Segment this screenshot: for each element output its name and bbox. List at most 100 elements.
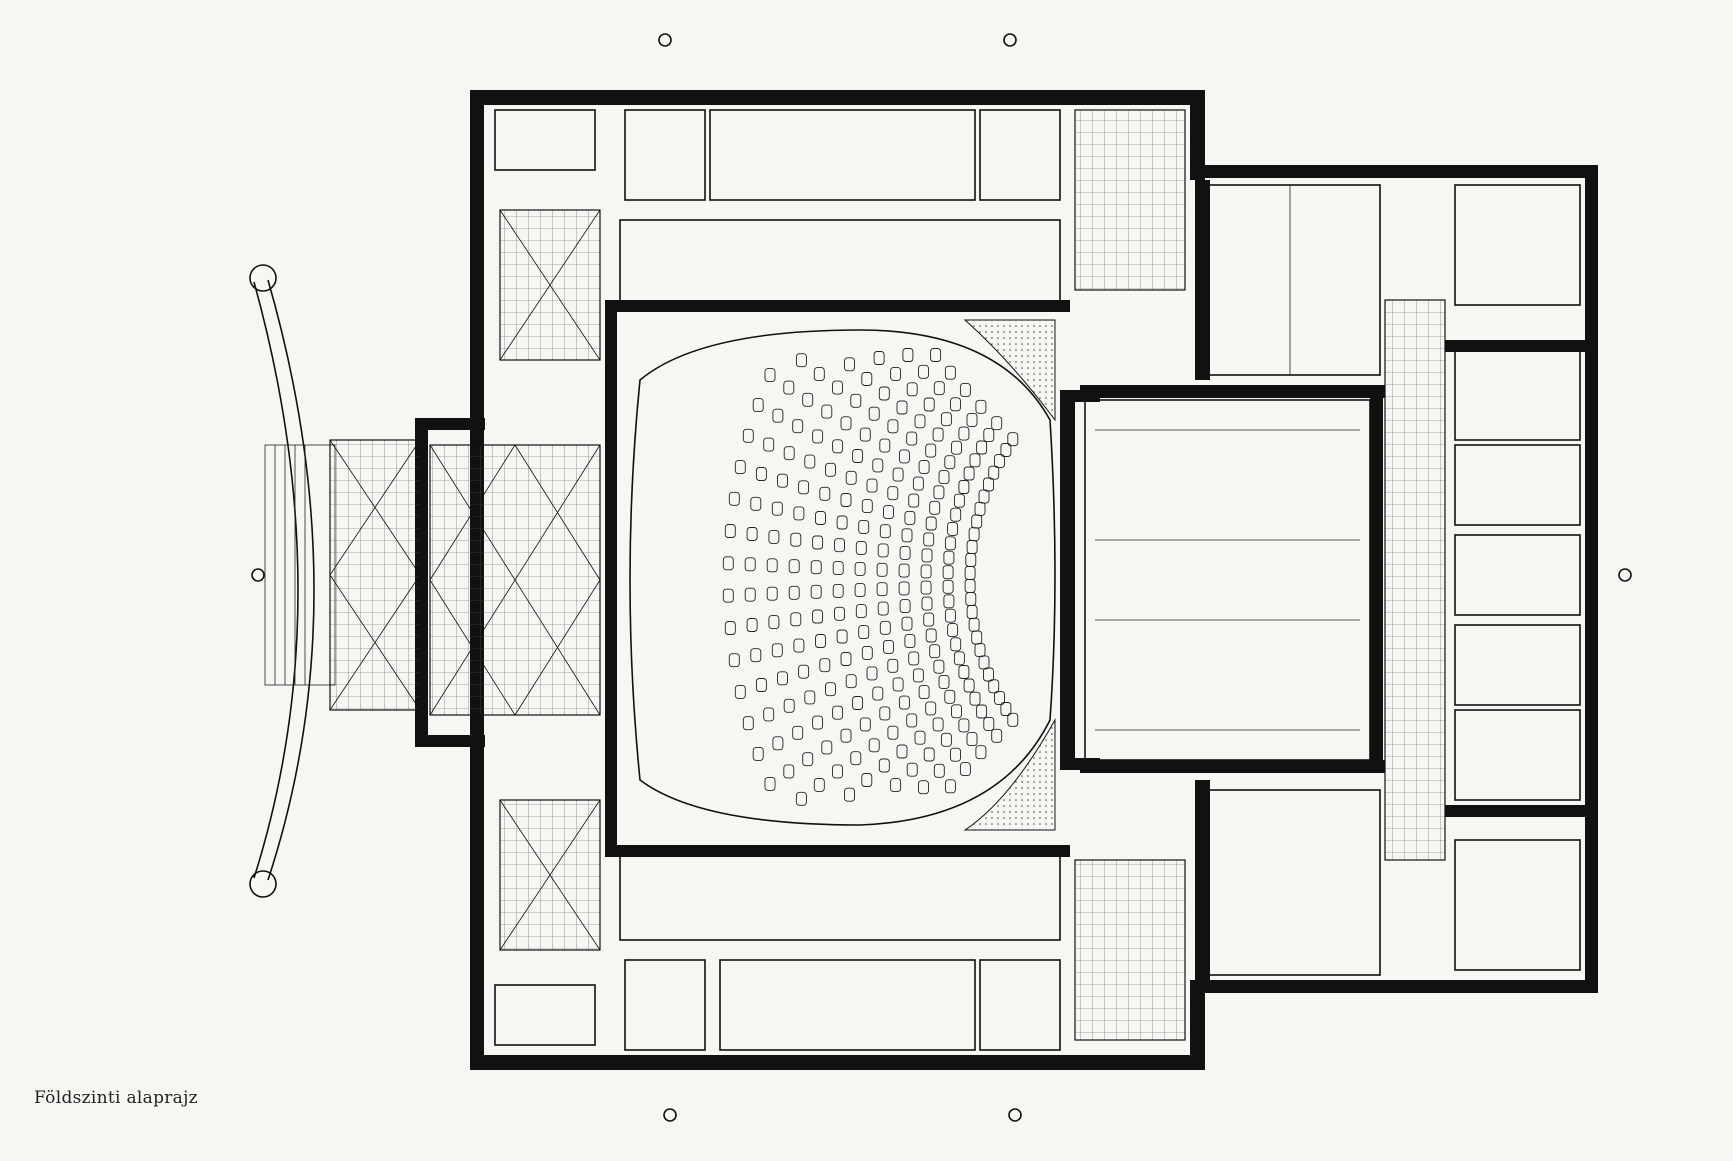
seat [925, 443, 937, 458]
seat [836, 629, 848, 644]
seat [887, 419, 899, 434]
auditorium [629, 319, 1056, 831]
seat [792, 725, 804, 740]
seat [852, 449, 864, 463]
seat [933, 763, 945, 778]
seat [1007, 432, 1019, 447]
seat [879, 620, 891, 635]
seat [783, 698, 795, 713]
seat [976, 704, 988, 719]
seat [858, 625, 870, 640]
seat [906, 382, 918, 397]
seat [798, 664, 810, 679]
seat [958, 718, 970, 733]
dressing-rooms [1445, 184, 1590, 971]
seat [959, 762, 971, 777]
seat [912, 476, 924, 491]
seat [890, 366, 902, 381]
seat [943, 550, 955, 565]
seat [918, 364, 929, 379]
seat [859, 717, 871, 732]
seat [940, 732, 952, 747]
seat [859, 427, 871, 442]
seat [958, 426, 970, 441]
seat [904, 510, 916, 525]
seat [813, 367, 825, 382]
seat [840, 493, 852, 507]
seat [896, 744, 908, 759]
seat [950, 747, 961, 762]
seat [793, 638, 805, 653]
seat [920, 564, 932, 579]
seat [861, 372, 873, 386]
seat [783, 380, 795, 395]
seat [929, 500, 941, 515]
seat [901, 616, 913, 631]
seat [969, 453, 981, 468]
seat [815, 511, 826, 525]
seat [844, 787, 855, 802]
seat [815, 634, 826, 648]
seat [906, 762, 918, 777]
seat [766, 558, 778, 573]
side-foyers [499, 209, 601, 951]
seat [840, 652, 852, 666]
seat [953, 651, 965, 666]
seat [899, 545, 911, 560]
seat [951, 704, 962, 719]
seat [892, 467, 904, 482]
seat [883, 505, 894, 520]
seat [978, 489, 990, 504]
seat [777, 473, 788, 488]
seat [958, 665, 970, 679]
seat [878, 386, 890, 401]
seat [965, 553, 977, 567]
seat [876, 562, 888, 577]
seat [840, 416, 852, 431]
seat [994, 454, 1005, 469]
seat [812, 429, 824, 444]
seat [872, 458, 884, 473]
seat [868, 738, 880, 753]
seat [904, 634, 916, 649]
seat [1000, 443, 1012, 457]
plan-caption: Földszinti alaprajz [34, 1088, 198, 1108]
seat [852, 696, 864, 710]
seat [742, 716, 754, 731]
seat [783, 446, 795, 461]
seat [883, 639, 894, 654]
seat [768, 615, 780, 630]
seat [858, 519, 870, 534]
seat [890, 778, 902, 793]
seat [921, 548, 933, 563]
seat [834, 606, 845, 621]
seat [879, 706, 891, 721]
seat [958, 480, 970, 494]
seat [950, 637, 962, 652]
seat [840, 728, 852, 743]
seat [813, 777, 825, 792]
seat [771, 643, 783, 658]
seat [728, 491, 740, 506]
seat [988, 679, 1000, 694]
seat [932, 717, 944, 732]
seat [966, 540, 978, 554]
seat [932, 427, 944, 442]
backstage-corridor [1384, 299, 1446, 861]
entrance-colonnade [249, 264, 315, 898]
service-rooms [494, 109, 1186, 1051]
seat [966, 412, 978, 427]
seat [812, 715, 824, 730]
seat [944, 779, 956, 794]
seat [975, 745, 987, 760]
seat [933, 485, 945, 500]
seat [866, 478, 878, 493]
seat [879, 438, 891, 453]
seat [938, 674, 950, 689]
seat [750, 648, 762, 663]
seat [854, 561, 866, 576]
seat [898, 449, 910, 464]
seat [844, 357, 855, 372]
seat [855, 604, 867, 619]
